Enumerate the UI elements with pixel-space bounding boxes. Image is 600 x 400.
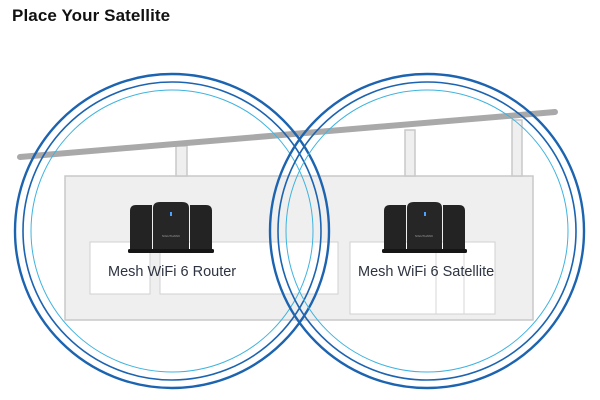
house-wall-left (175, 145, 188, 177)
house-wall-middle (404, 129, 416, 177)
satellite-base (382, 249, 467, 253)
router-tower-left (130, 205, 152, 250)
router-device: NIGHTHAWK (128, 202, 214, 253)
house-wall-right (511, 119, 523, 177)
satellite-coverage-ring-middle (277, 81, 577, 381)
router-led (170, 212, 172, 216)
room-right (349, 241, 496, 315)
router-tower-right (190, 205, 212, 250)
satellite-coverage-ring-inner (285, 89, 569, 373)
satellite-led (424, 212, 426, 216)
page-title: Place Your Satellite (12, 6, 171, 25)
satellite-tower-center (407, 202, 442, 250)
router-tower-center (153, 202, 189, 250)
satellite-badge: NIGHTHAWK (415, 234, 433, 238)
router-coverage-ring-middle (22, 81, 322, 381)
satellite-label: Mesh WiFi 6 Satellite (358, 264, 494, 280)
router-label: Mesh WiFi 6 Router (108, 264, 236, 280)
router-coverage (13, 72, 331, 390)
router-badge: NIGHTHAWK (162, 234, 180, 238)
router-coverage-ring-inner (30, 89, 314, 373)
satellite-tower-left (384, 205, 406, 250)
satellite-coverage-ring-outer (268, 72, 586, 390)
satellite-tower-right (443, 205, 465, 250)
house (17, 109, 558, 321)
roof (17, 109, 558, 160)
router-base (128, 249, 214, 253)
satellite-device: NIGHTHAWK (382, 202, 467, 253)
router-coverage-ring-outer (13, 72, 331, 390)
satellite-coverage (268, 72, 586, 390)
